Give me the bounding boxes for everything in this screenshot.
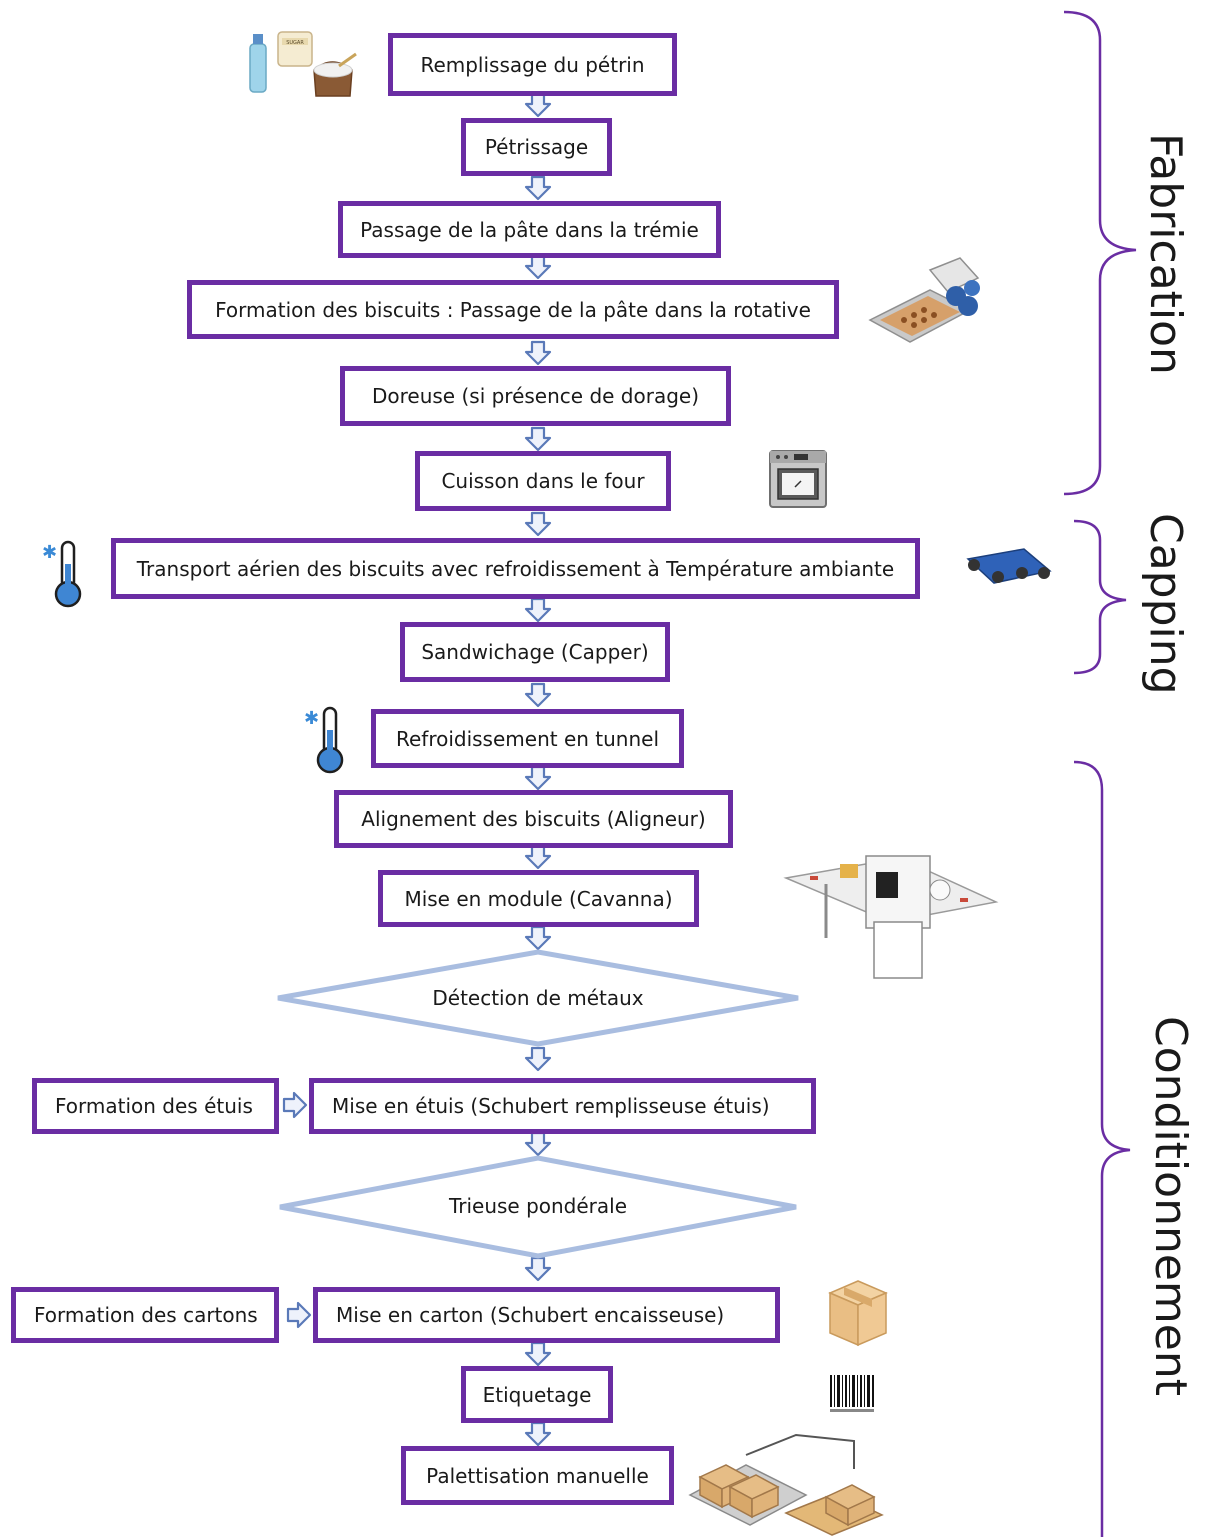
step-etiquetage: Etiquetage (461, 1366, 613, 1423)
diamond-detection (277, 949, 799, 1047)
decision-trieuse-label: Trieuse pondérale (448, 1194, 628, 1218)
step-formation-etuis: Formation des étuis (32, 1078, 279, 1134)
step-refroidissement: Refroidissement en tunnel (371, 709, 684, 768)
side-arrow-etuis (282, 1091, 308, 1119)
svg-text:✱: ✱ (304, 708, 319, 729)
step-module: Mise en module (Cavanna) (378, 870, 699, 927)
step-rotative: Formation des biscuits : Passage de la p… (187, 280, 839, 339)
flow-arrow-7 (524, 597, 552, 623)
flow-arrow-5 (524, 426, 552, 452)
brace-capping (1073, 519, 1127, 675)
flow-arrow-1 (524, 92, 552, 118)
oven-icon (769, 450, 827, 508)
flow-arrow-16 (524, 1421, 552, 1447)
diamond-trieuse (279, 1155, 797, 1259)
phase-capping-label: Capping (1140, 513, 1191, 695)
flow-arrow-15 (524, 1341, 552, 1367)
flow-arrow-13 (524, 1131, 552, 1157)
step-tremie: Passage de la pâte dans la trémie (338, 201, 721, 258)
rotary-moulder-icon (868, 257, 980, 343)
phase-conditionnement-label: Conditionnement (1145, 1016, 1196, 1396)
flow-arrow-9 (524, 765, 552, 791)
step-mise-carton: Mise en carton (Schubert encaisseuse) (313, 1287, 780, 1343)
sugar-label: SUGAR (286, 40, 304, 46)
ingredients-icon: SUGAR (249, 31, 357, 97)
side-arrow-cartons (286, 1301, 312, 1329)
step-cuisson: Cuisson dans le four (415, 451, 671, 511)
flow-arrow-8 (524, 682, 552, 708)
brace-fabrication (1063, 10, 1137, 496)
flow-arrow-14 (524, 1256, 552, 1282)
step-mise-etuis: Mise en étuis (Schubert remplisseuse étu… (309, 1078, 816, 1134)
flow-arrow-2 (524, 175, 552, 201)
thermometer-icon-tunnel: ✱ (304, 706, 344, 774)
flow-arrow-11 (524, 925, 552, 951)
conveyor-icon (966, 548, 1052, 584)
step-remplissage: Remplissage du pétrin (388, 33, 677, 96)
decision-detection-label: Détection de métaux (432, 986, 644, 1010)
flow-arrow-3 (524, 254, 552, 280)
step-doreuse: Doreuse (si présence de dorage) (340, 366, 731, 426)
palletizing-icon (688, 1433, 884, 1536)
flow-arrow-4 (524, 340, 552, 366)
barcode-icon (830, 1375, 874, 1412)
flow-arrow-6 (524, 511, 552, 537)
step-petrissage: Pétrissage (461, 118, 612, 176)
carton-box-icon (828, 1280, 888, 1347)
brace-conditionnement (1073, 760, 1131, 1537)
packaging-machine-icon (783, 855, 999, 979)
step-sandwichage: Sandwichage (Capper) (400, 622, 670, 682)
flow-arrow-10 (524, 844, 552, 870)
thermometer-icon: ✱ (42, 540, 82, 608)
svg-text:✱: ✱ (42, 542, 57, 563)
flow-arrow-12 (524, 1046, 552, 1072)
step-transport: Transport aérien des biscuits avec refro… (111, 538, 920, 599)
step-formation-cartons: Formation des cartons (11, 1287, 279, 1343)
step-palettisation: Palettisation manuelle (401, 1446, 674, 1505)
phase-fabrication-label: Fabrication (1140, 133, 1191, 375)
step-alignement: Alignement des biscuits (Aligneur) (334, 790, 733, 848)
